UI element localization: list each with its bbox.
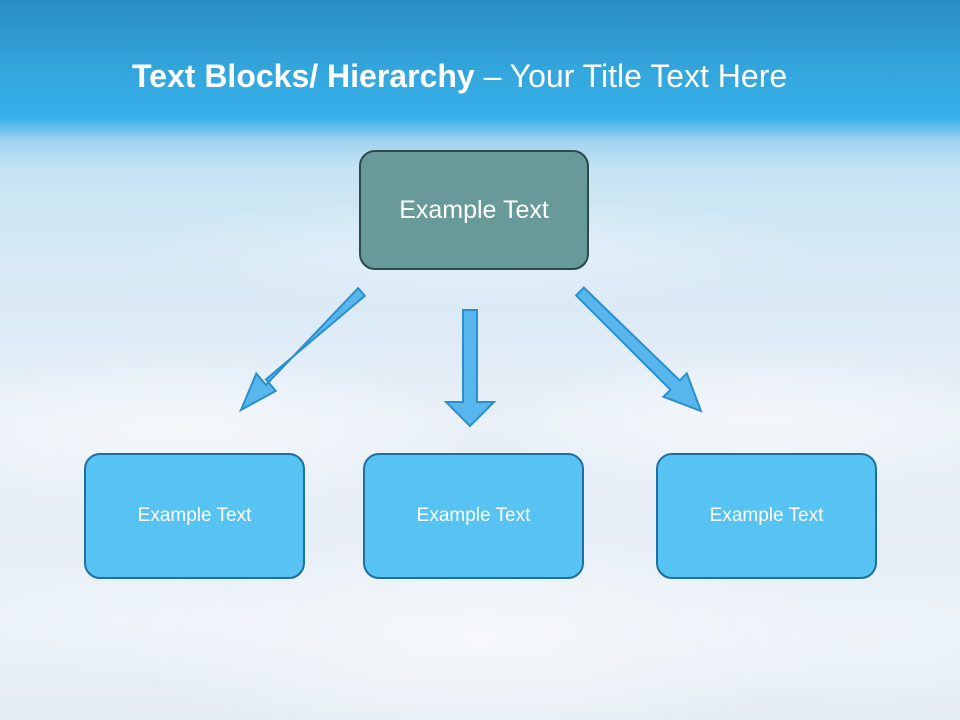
root-node: Example Text xyxy=(359,150,589,270)
root-node-label: Example Text xyxy=(399,195,549,224)
arrow-center xyxy=(443,309,497,428)
arrow-left xyxy=(238,286,367,413)
arrow-right xyxy=(574,286,703,413)
child-node-2-label: Example Text xyxy=(416,505,531,526)
child-node-1-label: Example Text xyxy=(137,505,252,526)
child-node-3-label: Example Text xyxy=(709,505,824,526)
child-node-3: Example Text xyxy=(656,453,877,579)
child-node-2: Example Text xyxy=(363,453,584,579)
slide-title: Text Blocks/ Hierarchy – Your Title Text… xyxy=(132,56,787,96)
child-node-1: Example Text xyxy=(84,453,305,579)
slide-title-bold: Text Blocks/ Hierarchy xyxy=(132,58,475,94)
slide-title-rest: – Your Title Text Here xyxy=(474,58,788,94)
title-bar: Text Blocks/ Hierarchy – Your Title Text… xyxy=(0,0,960,130)
